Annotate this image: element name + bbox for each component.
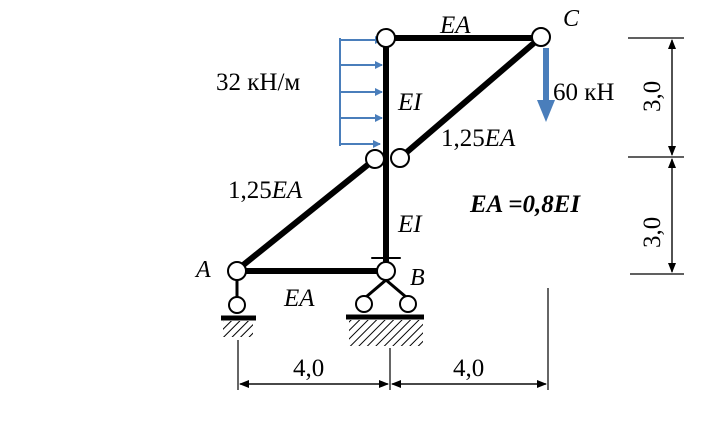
label-ea-top: EA xyxy=(439,12,471,39)
lower-diagonal xyxy=(234,156,378,273)
hinge-middle-right xyxy=(390,148,410,168)
label-ea-bottom: EA xyxy=(283,285,315,312)
dim-lower-height: 3,0 xyxy=(639,217,666,248)
hinge-a xyxy=(227,261,247,281)
label-point-load: 60 кН xyxy=(553,79,614,106)
hinge-middle-left xyxy=(365,149,385,169)
label-ei-upper: EI xyxy=(397,89,423,116)
point-load-arrow xyxy=(537,48,555,122)
label-distributed-load: 32 кН/м xyxy=(216,69,300,96)
label-node-a: A xyxy=(194,257,211,283)
label-diagonal-upper: 1,25EA xyxy=(441,125,516,152)
dim-left-span: 4,0 xyxy=(293,355,324,382)
label-node-c: C xyxy=(563,6,580,32)
support-b xyxy=(346,278,424,346)
support-a xyxy=(221,280,256,337)
hinge-c xyxy=(531,27,551,47)
members xyxy=(234,34,544,274)
horizontal-dimension xyxy=(237,288,549,390)
label-node-b: B xyxy=(410,265,425,291)
label-ei-lower: EI xyxy=(397,211,423,238)
vertical-dimension xyxy=(628,37,684,275)
hinge-top xyxy=(376,28,396,48)
label-diagonal-lower: 1,25EA xyxy=(228,177,303,204)
distributed-load xyxy=(339,36,383,148)
label-stiffness-relation: EA =0,8EI xyxy=(469,191,581,218)
dim-right-span: 4,0 xyxy=(453,355,484,382)
upper-diagonal xyxy=(397,34,544,161)
hinge-b xyxy=(376,261,396,281)
dim-upper-height: 3,0 xyxy=(639,81,666,112)
